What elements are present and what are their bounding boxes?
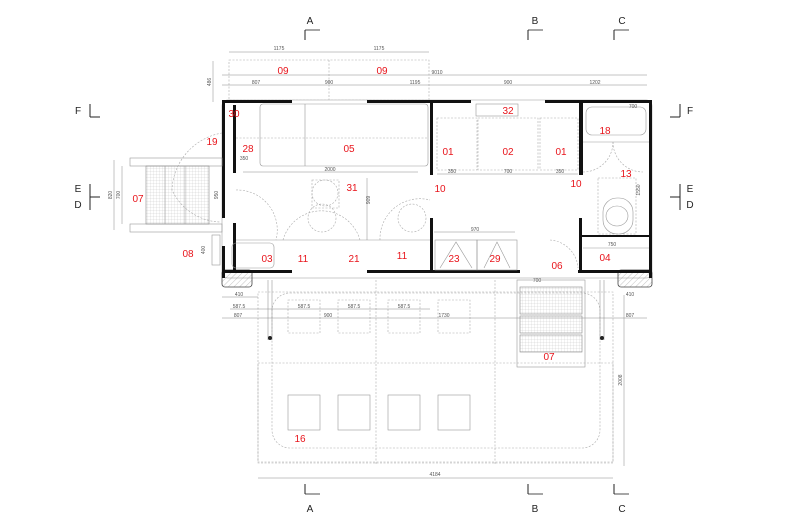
exterior-steps: 820 700 950 400 xyxy=(108,132,586,368)
room-labels: 30 09 09 19 28 05 01 32 02 01 18 13 10 1… xyxy=(132,66,632,445)
label-18: 18 xyxy=(599,126,611,137)
label-10-b: 10 xyxy=(570,179,582,190)
dim-587-d: 587.5 xyxy=(398,304,411,310)
dim-350-bed: 350 xyxy=(240,156,249,162)
label-08: 08 xyxy=(182,249,194,260)
dim-700-a: 700 xyxy=(504,169,513,175)
label-16: 16 xyxy=(294,434,306,445)
label-11-a: 11 xyxy=(298,254,309,265)
label-03: 03 xyxy=(261,254,273,265)
label-30: 30 xyxy=(228,109,240,120)
bottom-dimensions: 410 587.5 587.5 587.5 587.5 807 900 1730… xyxy=(222,292,647,478)
dim-587-b: 587.5 xyxy=(298,304,311,310)
label-06: 06 xyxy=(551,261,563,272)
section-e-left: E xyxy=(75,184,82,195)
dim-807: 807 xyxy=(252,80,261,86)
dim-750: 750 xyxy=(608,242,617,248)
top-dimensions: 1175 1175 9010 807 900 1195 900 1202 486 xyxy=(207,46,647,102)
section-markers: A B C A B C F E D F E D xyxy=(74,16,693,515)
label-01-b: 01 xyxy=(555,147,567,158)
label-07-a: 07 xyxy=(132,194,144,205)
label-19: 19 xyxy=(206,137,218,148)
dim-700-bath: 700 xyxy=(629,104,638,110)
section-b-bottom: B xyxy=(532,504,539,515)
section-c-bottom: C xyxy=(618,504,625,515)
label-09-b: 09 xyxy=(376,66,388,77)
dim-587-c: 587.5 xyxy=(348,304,361,310)
dim-1175-b: 1175 xyxy=(374,46,385,52)
dim-1550: 1550 xyxy=(636,184,642,195)
dim-1202: 1202 xyxy=(589,80,600,86)
dim-900-b: 900 xyxy=(504,80,513,86)
dim-807-left: 807 xyxy=(234,313,243,319)
dim-350-a: 350 xyxy=(448,169,457,175)
deck-outline xyxy=(257,280,625,479)
dim-1195: 1195 xyxy=(410,80,421,86)
dim-700-steps: 700 xyxy=(116,191,122,200)
label-28: 28 xyxy=(242,144,254,155)
section-b-top: B xyxy=(532,16,539,27)
dim-410-right: 410 xyxy=(626,292,635,298)
label-07-b: 07 xyxy=(543,352,555,363)
dim-587-a: 587.5 xyxy=(233,304,246,310)
dim-486: 486 xyxy=(207,78,213,87)
dim-400: 400 xyxy=(201,246,207,255)
label-09-a: 09 xyxy=(277,66,289,77)
dim-900-bottom: 900 xyxy=(324,313,333,319)
section-f-right: F xyxy=(687,106,693,117)
dim-410-left: 410 xyxy=(235,292,244,298)
label-04: 04 xyxy=(599,253,611,264)
label-05: 05 xyxy=(343,144,355,155)
dim-4184: 4184 xyxy=(429,472,440,478)
label-02: 02 xyxy=(502,147,514,158)
label-01-a: 01 xyxy=(442,147,454,158)
section-d-left: D xyxy=(74,200,81,211)
section-c-top: C xyxy=(618,16,625,27)
dim-970: 970 xyxy=(471,227,480,233)
dim-overall-length: 9010 xyxy=(431,70,442,76)
label-29: 29 xyxy=(489,254,501,265)
label-23: 23 xyxy=(448,254,460,265)
dim-1730: 1730 xyxy=(438,313,449,319)
label-32: 32 xyxy=(502,106,514,117)
dim-700-door: 700 xyxy=(533,278,542,284)
furniture: 2000 350 909 350 700 350 970 700 700 xyxy=(231,103,649,284)
dim-2008: 2008 xyxy=(618,374,624,385)
label-21: 21 xyxy=(348,254,360,265)
label-13: 13 xyxy=(620,169,632,180)
dim-950: 950 xyxy=(214,191,220,200)
section-a-bottom: A xyxy=(307,504,314,515)
dim-807-right: 807 xyxy=(626,313,635,319)
dim-bed-2000: 2000 xyxy=(324,167,335,173)
section-f-left: F xyxy=(75,106,81,117)
section-d-right: D xyxy=(686,200,693,211)
building-shell xyxy=(221,99,653,288)
dim-820: 820 xyxy=(108,191,114,200)
section-e-right: E xyxy=(687,184,694,195)
dim-1175-a: 1175 xyxy=(274,46,285,52)
section-a-top: A xyxy=(307,16,314,27)
dim-350-b: 350 xyxy=(556,169,565,175)
label-31: 31 xyxy=(346,183,358,194)
label-11-b: 11 xyxy=(397,251,408,262)
dim-909: 909 xyxy=(366,196,372,205)
label-10-a: 10 xyxy=(434,184,446,195)
dim-900: 900 xyxy=(325,80,334,86)
